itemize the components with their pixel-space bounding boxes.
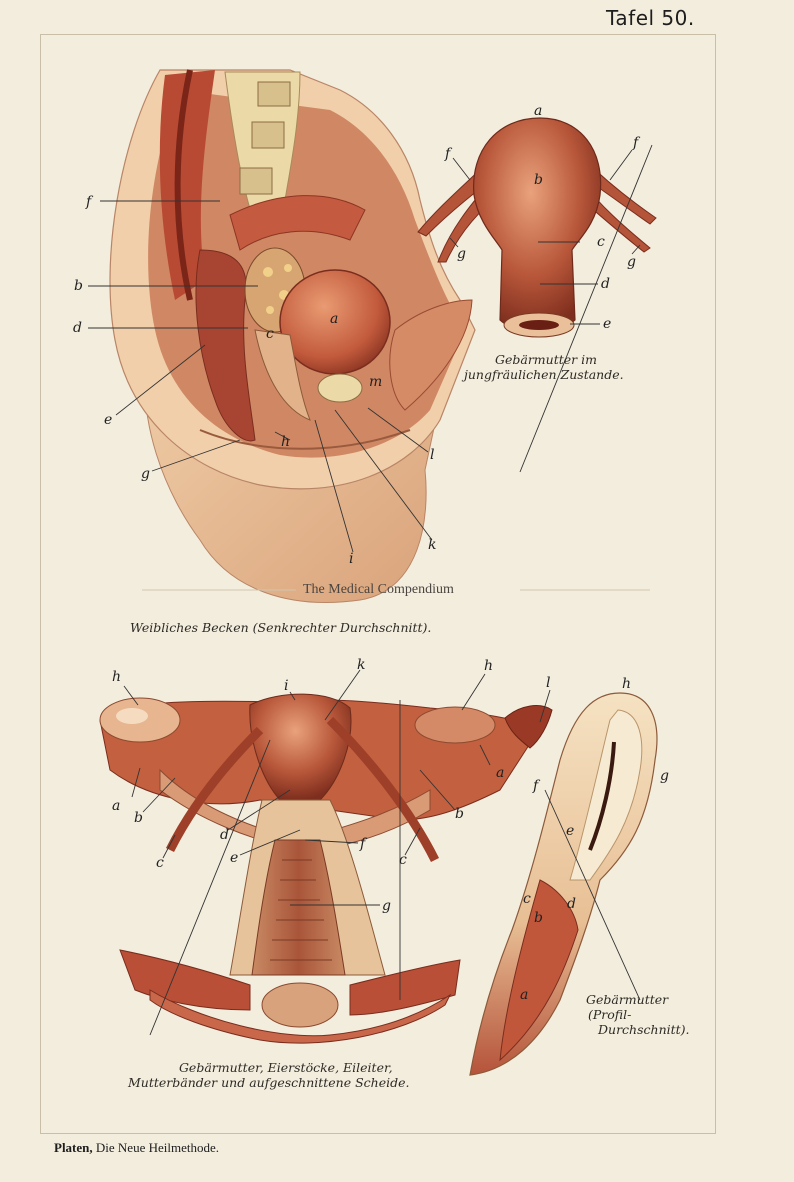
fig4-label-g: g [660, 768, 669, 784]
fig3-label-k: k [357, 657, 365, 673]
fig2-label-a: a [534, 103, 542, 119]
fig3-label-a-right: a [496, 765, 504, 781]
fig3-label-f: f [359, 836, 368, 852]
fig4-label-a: a [520, 987, 528, 1003]
fig2-label-f-left: f [444, 146, 453, 162]
fig3-label-g: g [382, 898, 391, 914]
fig1-label-c: c [266, 326, 274, 342]
fig1-label-f: f [85, 194, 94, 210]
fig1-label-a: a [330, 311, 338, 327]
fig3-label-e: e [230, 850, 238, 866]
fig2-caption-line2: jungfräulichen Zustande. [464, 367, 624, 382]
fig4-label-h: h [622, 676, 631, 692]
fig1-label-k: k [428, 537, 436, 553]
fig2-label-g-right: g [627, 254, 636, 270]
figure-uterus-profile: h g f e c b d a [469, 676, 669, 1076]
plate-number: Tafel 50. [606, 6, 695, 30]
footer-author: Platen, [54, 1140, 93, 1155]
fig2-caption-line1: Gebärmutter im [495, 352, 597, 367]
fig4-caption-line3: Durchschnitt). [598, 1022, 690, 1037]
fig3-label-l: l [546, 675, 550, 691]
fig2-label-b: b [534, 172, 543, 188]
fig2-label-g-left: g [457, 246, 466, 262]
fig3-caption: Gebärmutter, Eierstöcke, Eileiter, Mutte… [128, 1060, 410, 1090]
fig4-label-f: f [532, 778, 541, 794]
fig4-label-d: d [567, 896, 576, 912]
fig3-label-h-right: h [484, 658, 493, 674]
fig3-label-b-left: b [134, 810, 143, 826]
fig2-label-e: e [603, 316, 611, 332]
fig1-caption: Weibliches Becken (Senkrechter Durchschn… [130, 620, 432, 635]
fig3-label-h-left: h [112, 669, 121, 685]
fig4-caption-line2: (Profil- [588, 1007, 632, 1022]
fig4-caption-line1: Gebärmutter [586, 992, 669, 1007]
fig1-label-h: h [281, 434, 290, 450]
footer-title: Die Neue Heilmethode. [95, 1140, 219, 1155]
fig3-caption-line2: Mutterbänder und aufgeschnittene Scheide… [128, 1075, 410, 1090]
fig4-label-c: c [523, 891, 531, 907]
plate-frame [40, 34, 716, 1134]
fig2-label-c: c [597, 234, 605, 250]
fig1-label-e: e [104, 412, 112, 428]
fig1-label-d: d [73, 320, 82, 336]
fig4-label-e: e [566, 823, 574, 839]
fig2-caption: Gebärmutter im jungfräulichen Zustande. [464, 352, 624, 382]
figure-uterus-ovaries: h i k h l a a b b c c d e f g [99, 657, 553, 1044]
fig3-label-a-left: a [112, 798, 120, 814]
figure-virgin-uterus: a b c d e f f g g [417, 103, 657, 473]
fig3-label-c-right: c [399, 852, 407, 868]
fig1-label-m: m [369, 374, 382, 390]
watermark: The Medical Compendium [303, 582, 454, 597]
fig2-label-d: d [601, 276, 610, 292]
fig4-label-b: b [534, 910, 543, 926]
fig2-label-f-right: f [632, 135, 641, 151]
figure-pelvis-section: f b d e g h i k l m a c [73, 69, 476, 603]
footer-citation: Platen, Die Neue Heilmethode. [54, 1140, 219, 1156]
fig1-label-b: b [74, 278, 83, 294]
fig3-label-i: i [284, 678, 288, 694]
fig1-label-i: i [349, 551, 353, 567]
fig3-label-d: d [220, 827, 229, 843]
fig3-label-c-left: c [156, 855, 164, 871]
fig1-label-l: l [430, 447, 434, 463]
fig4-caption: Gebärmutter (Profil- Durchschnitt). [586, 992, 690, 1037]
fig3-caption-line1: Gebärmutter, Eierstöcke, Eileiter, [178, 1060, 393, 1075]
fig1-label-g: g [141, 466, 150, 482]
fig3-label-b-right: b [455, 806, 464, 822]
